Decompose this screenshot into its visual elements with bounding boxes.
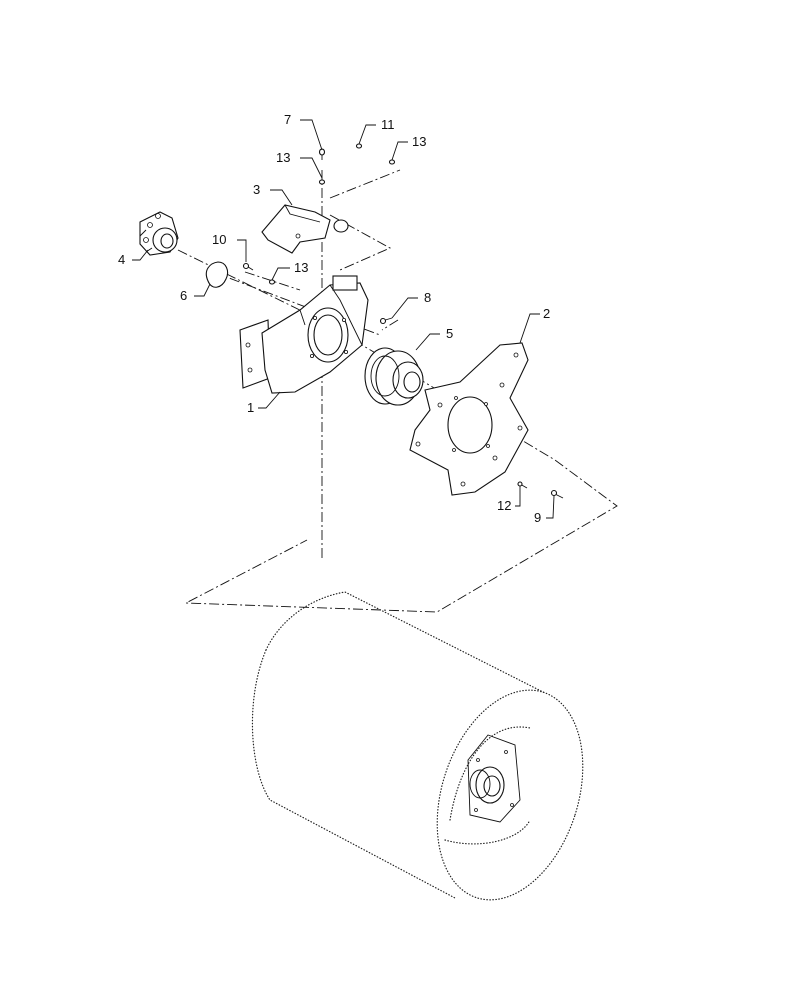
callout-4: 4 (118, 252, 125, 267)
callout-13-top: 13 (276, 150, 290, 165)
callout-6: 6 (180, 288, 187, 303)
callout-13-mid: 13 (294, 260, 308, 275)
hardware (242, 143, 564, 499)
callout-8: 8 (424, 290, 431, 305)
callout-9: 9 (534, 510, 541, 525)
leader-lines (132, 119, 555, 519)
callout-13-right: 13 (412, 134, 426, 149)
callout-5: 5 (446, 326, 453, 341)
part-retaining-ring (205, 261, 229, 288)
part-drive-plate (409, 342, 529, 496)
callout-3: 3 (253, 182, 260, 197)
callout-1: 1 (247, 400, 254, 415)
part-frame-bracket (239, 275, 369, 394)
callout-7: 7 (284, 112, 291, 127)
callout-11: 11 (381, 117, 395, 132)
callouts: 7 13 11 13 3 10 13 4 6 8 5 2 1 12 9 (118, 112, 550, 525)
part-gear-hub (364, 347, 424, 406)
callout-10: 10 (212, 232, 226, 247)
part-motor (139, 211, 179, 256)
part-cover-plate (261, 204, 349, 254)
callout-2: 2 (543, 306, 550, 321)
part-drum (251, 591, 584, 901)
callout-12: 12 (497, 498, 511, 513)
